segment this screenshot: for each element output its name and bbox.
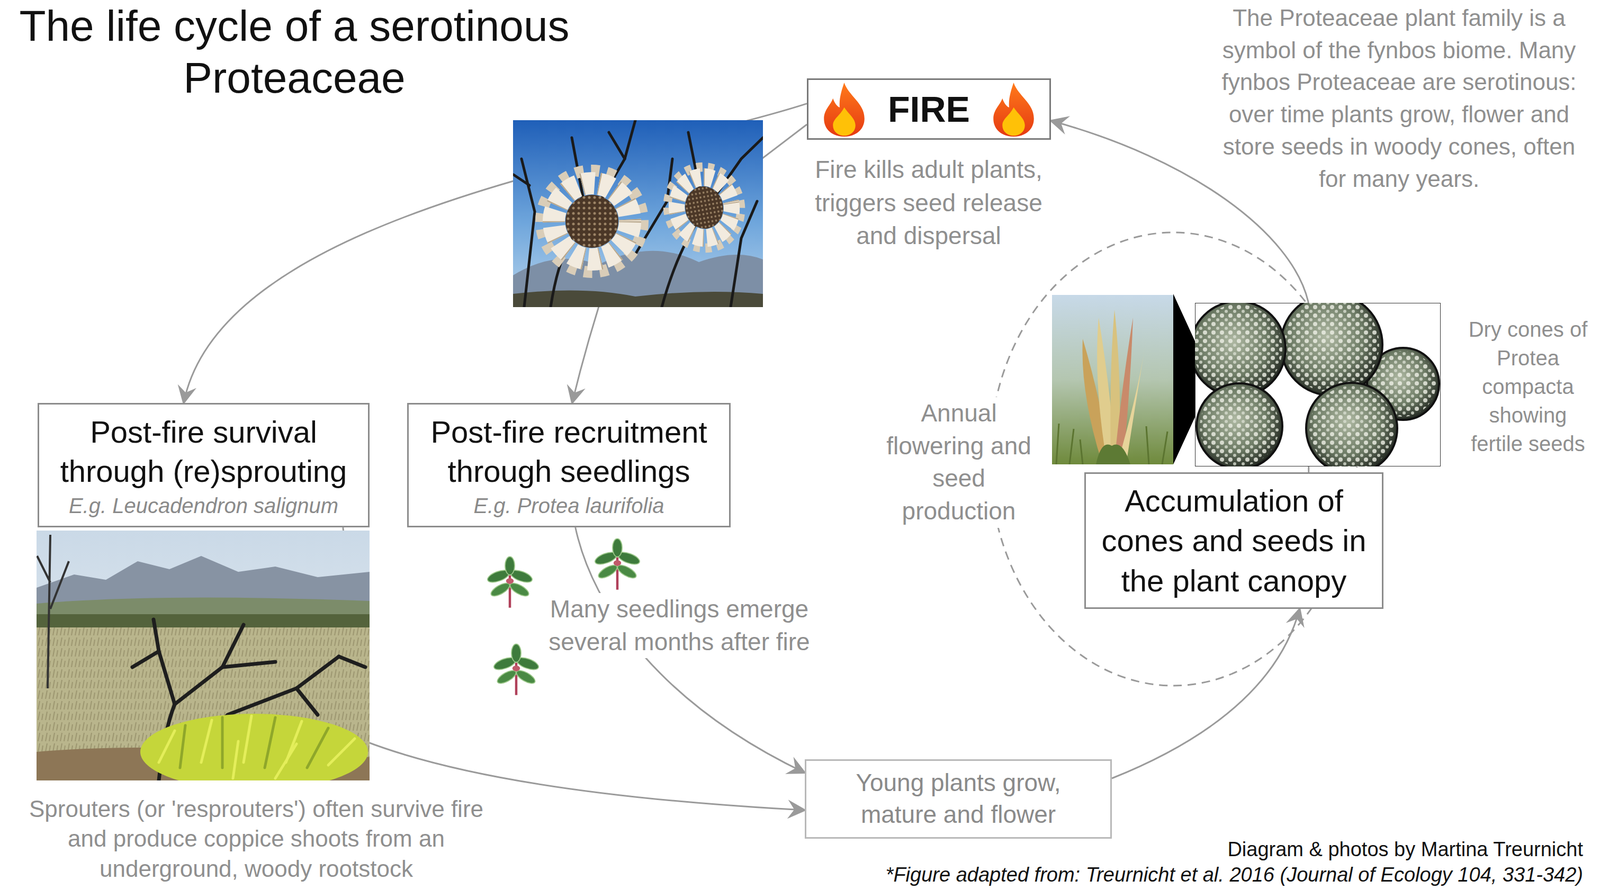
dry-cones-photo (1280, 302, 1383, 396)
dry-cones-photo (1199, 386, 1280, 466)
seedling-icon (593, 538, 642, 590)
resprouter-photo (37, 534, 69, 689)
resprouter-photo (222, 661, 276, 668)
box-text: Accumulation of cones and seeds in the p… (1096, 480, 1372, 601)
flame-icon (993, 82, 1035, 137)
note-text: The Proteaceae plant family is a symbol … (1207, 2, 1591, 195)
burnt-cones-photo (513, 250, 763, 308)
resprouter-photo (338, 656, 366, 668)
dry-cones-photo (1309, 385, 1395, 467)
stage-box: Young plants grow, mature and flower (804, 759, 1112, 839)
burnt-cones-photo (661, 160, 748, 254)
burnt-cones-photo (513, 120, 763, 308)
box-text: FIRE (887, 88, 970, 130)
resprouter-photo (264, 717, 276, 768)
stage-box: Post-fire survival through (re)sprouting… (37, 402, 370, 528)
burnt-cones-photo (513, 174, 530, 186)
resprouter-photo (140, 713, 368, 781)
seedling-icon (492, 643, 541, 695)
event-box: FIRE (806, 78, 1051, 140)
flowerhead-photo (1095, 444, 1131, 465)
stage-box: Accumulation of cones and seeds in the p… (1084, 472, 1384, 609)
flowerhead-photo (1118, 338, 1147, 461)
dry-cones-photo (1194, 304, 1283, 394)
resprouter-photo (132, 619, 159, 668)
burnt-cones-photo (541, 170, 643, 273)
resprouter-photo (232, 741, 239, 779)
resprouter-photo (328, 738, 355, 766)
citation-line: *Figure adapted from: Treurnicht et al. … (794, 863, 1584, 888)
resprouter-photo (307, 727, 329, 768)
flame-icon (823, 82, 865, 137)
flowerhead-photo (1052, 294, 1174, 465)
cycle-arrow (183, 103, 807, 403)
box-text: Post-fire survival through (re)sprouting (49, 412, 358, 491)
resprouter-photo (180, 725, 186, 768)
edge-label: Many seedlings emerge several months aft… (544, 592, 815, 659)
note-text: Fire kills adult plants, triggers seed r… (796, 153, 1062, 253)
cycle-arrow (1050, 120, 1309, 473)
seedling-icon (486, 556, 534, 608)
resprouter-photo (158, 715, 355, 779)
burnt-cones-photo (513, 120, 763, 308)
resprouter-photo (201, 720, 212, 763)
cycle-label: Annual flowering and seed production (879, 397, 1039, 528)
diagram-title: The life cycle of a serotinous Proteacea… (3, 0, 586, 105)
photo-caption: Sprouters (or 'resprouters') often survi… (18, 794, 495, 884)
resprouter-photo (36, 530, 370, 781)
resprouter-photo (296, 688, 318, 715)
dry-cones-photo (1196, 383, 1283, 467)
box-text: Post-fire recruitment through seedlings (419, 412, 719, 491)
stage-box: Post-fire recruitment through seedlingsE… (407, 402, 731, 528)
dry-cones-photo (1306, 382, 1398, 467)
resprouter-photo (275, 743, 297, 779)
resprouter-photo (37, 534, 69, 689)
dry-cones-photo (1194, 302, 1441, 467)
burnt-cones-photo (513, 120, 763, 308)
flowerhead-photo (1114, 317, 1134, 461)
cycle-arrow (343, 527, 805, 811)
resprouter-photo (158, 730, 175, 763)
flowerhead-photo (1052, 294, 1174, 465)
flame-icon (823, 82, 1035, 137)
example-species: E.g. Leucadendron salignum (68, 493, 339, 518)
example-species: E.g. Protea laurifolia (473, 493, 664, 518)
resprouter-photo (243, 715, 252, 763)
photo-caption: Dry cones of Protea compacta showing fer… (1464, 315, 1592, 458)
credit-line: Diagram & photos by Martina Treurnicht (1164, 837, 1584, 862)
cycle-arrow (1111, 608, 1300, 779)
resprouter-photo (221, 717, 224, 768)
box-text: Young plants grow, mature and flower (819, 767, 1098, 831)
dry-cones-photo (1283, 302, 1380, 393)
burnt-cones-photo (608, 132, 625, 159)
